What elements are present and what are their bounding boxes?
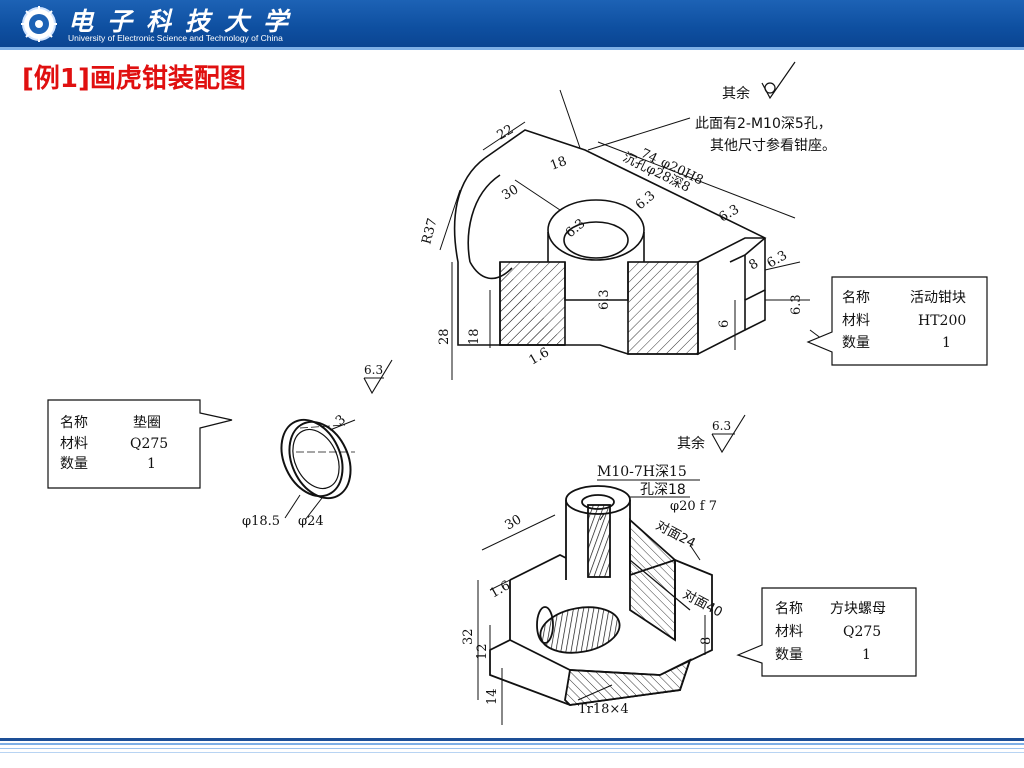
nut-rough-value: 6.3 — [712, 419, 731, 433]
washer-table-text: 名称 垫圈 材料 Q275 数量 1 — [60, 415, 168, 472]
jaw-note-line2: 其他尺寸参看钳座。 — [710, 137, 836, 154]
dim-8: 8 — [747, 256, 762, 273]
nut-table-callout — [736, 587, 917, 677]
washer-name-value: 垫圈 — [133, 415, 161, 431]
jaw-note-rest: 其余 — [722, 85, 750, 102]
dim-r37: R37 — [419, 217, 440, 246]
roughness-symbol-rest — [761, 61, 796, 100]
dim-22: 22 — [495, 122, 517, 143]
dim-6: 6 — [717, 320, 732, 328]
header-bar: 电子科技大学 University of Electronic Science … — [0, 0, 1024, 47]
rough-63e: 6.3 — [597, 289, 612, 310]
nut-dim-12: 12 — [475, 643, 490, 660]
jaw-qty-value: 1 — [942, 335, 951, 351]
rough-63d: 6.3 — [765, 248, 790, 271]
washer-drawing — [280, 418, 355, 500]
nut-name-label: 名称 — [775, 601, 803, 617]
rough-63f: 6.3 — [789, 294, 804, 315]
nut-dim-30: 30 — [503, 512, 525, 533]
dim-28: 28 — [437, 328, 452, 345]
nut-dim-across40: 对面40 — [680, 587, 725, 620]
jaw-table-callout — [806, 276, 988, 366]
rough-63a: 6.3 — [563, 216, 588, 241]
nut-dims — [477, 514, 706, 725]
nut-dim-8: 8 — [699, 637, 714, 645]
footer-line-2 — [0, 743, 1024, 745]
rough-16: 1.6 — [527, 345, 552, 368]
university-name-cn: 电子科技大学 — [68, 7, 303, 36]
jaw-drawing — [453, 129, 767, 356]
dim-18b: 18 — [467, 328, 482, 345]
jaw-dim-labels: 22 18 74 30 φ20H8 沉孔φ28深8 R37 28 18 8 6 … — [419, 122, 804, 368]
dim-30: 30 — [500, 182, 522, 203]
jaw-table-text: 名称 活动钳块 材料 HT200 数量 1 — [842, 290, 966, 351]
washer-qty-label: 数量 — [60, 456, 88, 472]
washer-table-callout — [47, 399, 233, 489]
rough-63c: 6.3 — [717, 202, 742, 225]
jaw-name-label: 名称 — [842, 290, 870, 306]
nut-hole-depth: 孔深18 — [640, 482, 686, 498]
washer-material-label: 材料 — [60, 436, 88, 452]
dim-74: 74 — [638, 146, 659, 167]
nut-material-value: Q275 — [843, 624, 881, 640]
jaw-note-line1: 此面有2-M10深5孔， — [695, 116, 832, 132]
jaw-name-value: 活动钳块 — [910, 290, 966, 306]
jaw-material-label: 材料 — [842, 313, 870, 329]
header-accent-line — [0, 47, 1024, 50]
nut-dim-phi20f7: φ20 f 7 — [670, 499, 717, 514]
nut-qty-label: 数量 — [775, 647, 803, 663]
jaw-qty-label: 数量 — [842, 335, 870, 351]
dim-18: 18 — [548, 154, 569, 174]
washer-dim-inner: φ18.5 — [242, 514, 280, 529]
nut-name-value: 方块螺母 — [830, 601, 886, 617]
footer-line-4 — [0, 752, 1024, 753]
washer-qty-value: 1 — [147, 456, 156, 472]
nut-thread-spec: M10-7H深15 — [597, 464, 687, 480]
nut-dim-tr: Tr18×4 — [578, 702, 629, 717]
washer-rough — [363, 359, 393, 395]
uestc-emblem-icon — [21, 6, 57, 42]
nut-drawing — [489, 485, 713, 706]
washer-material-value: Q275 — [130, 436, 168, 452]
footer-line-1 — [0, 738, 1024, 741]
nut-dim-32: 32 — [461, 628, 476, 645]
washer-rough-value: 6.3 — [364, 363, 383, 377]
nut-table-text: 名称 方块螺母 材料 Q275 数量 1 — [775, 601, 886, 663]
washer-name-label: 名称 — [60, 415, 88, 431]
nut-material-label: 材料 — [775, 624, 803, 640]
washer-dim-thickness: 3 — [333, 412, 349, 429]
nut-qty-value: 1 — [862, 647, 871, 663]
footer-line-3 — [0, 748, 1024, 749]
rough-63b: 6.3 — [633, 188, 658, 213]
washer-dim-labels: 3 φ18.5 φ24 — [242, 412, 349, 529]
washer-dims — [284, 419, 356, 521]
nut-dim-14: 14 — [485, 688, 500, 705]
university-name-en: University of Electronic Science and Tec… — [68, 33, 283, 43]
jaw-material-value: HT200 — [918, 313, 966, 329]
washer-dim-outer: φ24 — [298, 514, 324, 529]
nut-note-rest: 其余 — [677, 435, 705, 452]
nut-rough-rest — [711, 414, 746, 454]
slide-title: [例1]画虎钳装配图 — [22, 64, 246, 94]
